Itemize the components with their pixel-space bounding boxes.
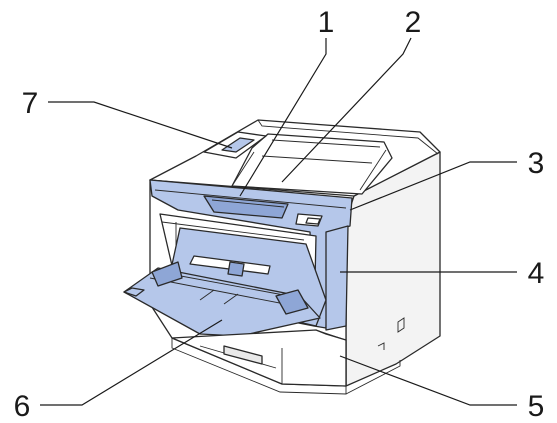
leader-line-2 [281, 37, 412, 183]
leader-line-7 [48, 101, 233, 149]
callout-5: 5 [528, 390, 545, 423]
callout-2: 2 [405, 6, 422, 39]
callout-3: 3 [528, 147, 545, 180]
printer-icon [123, 119, 441, 395]
callout-7: 7 [22, 87, 39, 120]
callout-labels: 1 2 3 4 5 6 7 [14, 6, 545, 423]
leader-line-5 [339, 355, 517, 406]
leader-lines [40, 37, 517, 406]
leader-line-6 [40, 319, 223, 406]
leader-line-1 [239, 38, 327, 197]
callout-6: 6 [14, 390, 31, 423]
callout-1: 1 [318, 6, 335, 39]
leader-line-3 [349, 161, 517, 211]
callout-4: 4 [528, 257, 545, 290]
